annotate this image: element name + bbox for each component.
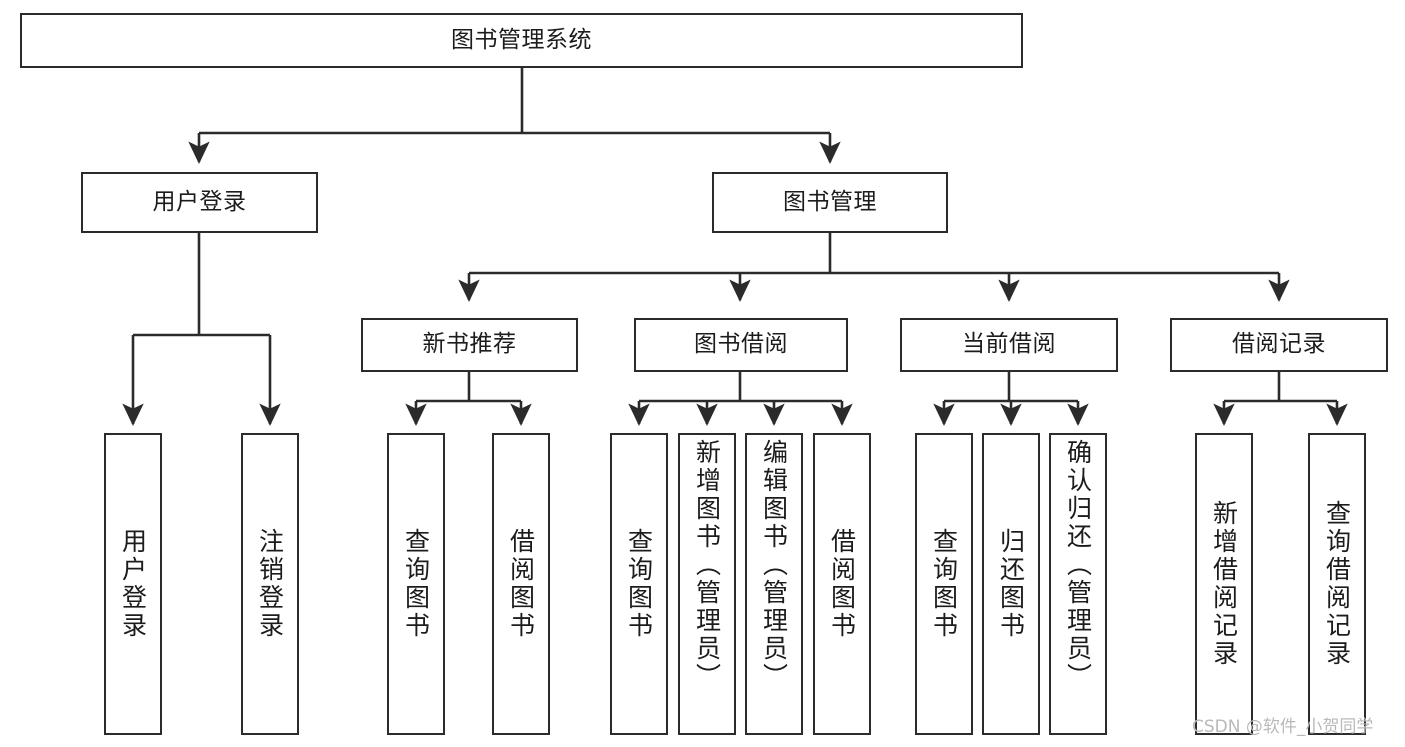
node-label: 图书管理系统: [451, 26, 592, 53]
node-label: 新增图书（管理员）: [692, 439, 722, 691]
node-book-borrow[interactable]: 图书借阅: [634, 318, 848, 372]
node-new-book-recommend[interactable]: 新书推荐: [361, 318, 578, 372]
node-user-login[interactable]: 用户登录: [81, 172, 318, 233]
node-label: 新增借阅记录: [1209, 500, 1239, 668]
node-label: 图书管理: [783, 188, 877, 215]
leaf-edit-book-admin[interactable]: 编辑图书（管理员）: [745, 433, 803, 735]
node-current-borrow[interactable]: 当前借阅: [900, 318, 1118, 372]
node-borrow-record[interactable]: 借阅记录: [1170, 318, 1388, 372]
leaf-query-book[interactable]: 查询图书: [610, 433, 668, 735]
leaf-query-book-current[interactable]: 查询图书: [915, 433, 973, 735]
leaf-return-book[interactable]: 归还图书: [982, 433, 1040, 735]
node-label: 查询借阅记录: [1322, 500, 1352, 668]
node-label: 注销登录: [255, 528, 285, 640]
leaf-confirm-return-admin[interactable]: 确认归还（管理员）: [1049, 433, 1107, 735]
node-label: 归还图书: [996, 528, 1026, 640]
leaf-query-book-recommend[interactable]: 查询图书: [387, 433, 445, 735]
node-label: 用户登录: [152, 188, 247, 215]
node-label: 用户登录: [118, 528, 148, 640]
node-label: 查询图书: [624, 528, 654, 640]
leaf-add-book-admin[interactable]: 新增图书（管理员）: [678, 433, 736, 735]
leaf-user-login[interactable]: 用户登录: [104, 433, 162, 735]
csdn-watermark: CSDN @软件_小贺同学: [1192, 717, 1374, 737]
node-book-management[interactable]: 图书管理: [712, 172, 948, 233]
node-label: 借阅记录: [1232, 331, 1326, 358]
node-root-system[interactable]: 图书管理系统: [20, 13, 1023, 68]
node-label: 当前借阅: [962, 331, 1056, 358]
leaf-borrow-book-recommend[interactable]: 借阅图书: [492, 433, 550, 735]
leaf-query-borrow-record[interactable]: 查询借阅记录: [1308, 433, 1366, 735]
node-label: 查询图书: [401, 528, 431, 640]
node-label: 新书推荐: [422, 331, 517, 358]
node-label: 借阅图书: [506, 528, 536, 640]
leaf-add-borrow-record[interactable]: 新增借阅记录: [1195, 433, 1253, 735]
node-label: 图书借阅: [694, 331, 788, 358]
node-label: 编辑图书（管理员）: [759, 439, 789, 691]
node-label: 借阅图书: [827, 528, 857, 640]
node-label: 查询图书: [929, 528, 959, 640]
node-label: 确认归还（管理员）: [1063, 439, 1093, 691]
leaf-borrow-book[interactable]: 借阅图书: [813, 433, 871, 735]
leaf-logout[interactable]: 注销登录: [241, 433, 299, 735]
